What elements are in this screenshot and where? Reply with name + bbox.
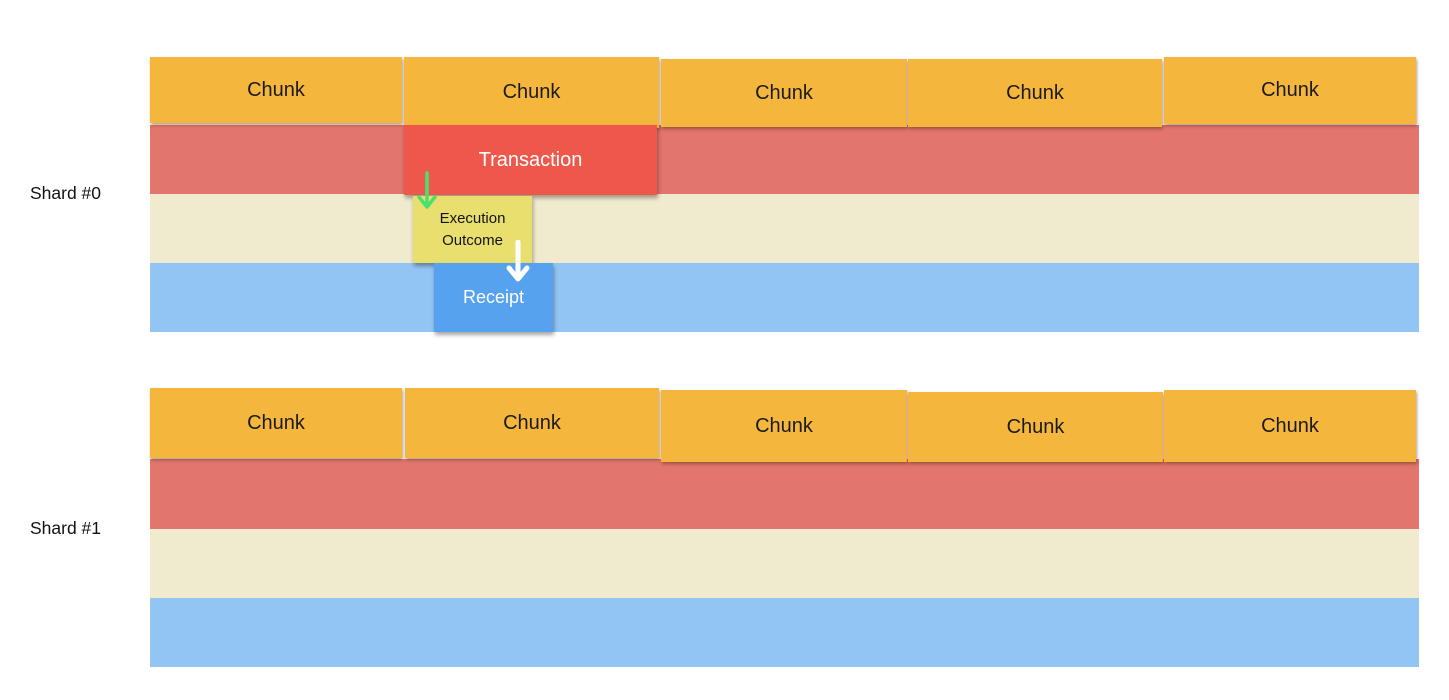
shard-1-receipt-band (150, 598, 1419, 667)
chunk-box: Chunk (1164, 390, 1416, 462)
shard-1-label: Shard #1 (30, 518, 102, 538)
chunk-box: Chunk (404, 57, 659, 128)
transaction-box: Transaction (404, 125, 657, 195)
shard-0-label: Shard #0 (30, 183, 102, 203)
chunk-box: Chunk (150, 388, 402, 458)
chunk-box: Chunk (661, 390, 907, 462)
shard-1-execution-band (150, 529, 1419, 598)
chunk-box: Chunk (661, 59, 907, 127)
execution-outcome-label: Execution Outcome (439, 209, 506, 249)
chunk-box: Chunk (405, 388, 659, 458)
chunk-box: Chunk (908, 59, 1162, 127)
shard-0-execution-band (150, 194, 1419, 263)
chunk-box: Chunk (150, 57, 402, 123)
execution-outcome-box: Execution Outcome (413, 196, 532, 263)
chunk-box: Chunk (908, 392, 1163, 462)
shard-0-receipt-band (150, 263, 1419, 332)
shard-0-transaction-band (150, 125, 1419, 194)
chunk-box: Chunk (1164, 57, 1416, 124)
shard-1-transaction-band (150, 459, 1419, 529)
receipt-box: Receipt (434, 263, 553, 332)
